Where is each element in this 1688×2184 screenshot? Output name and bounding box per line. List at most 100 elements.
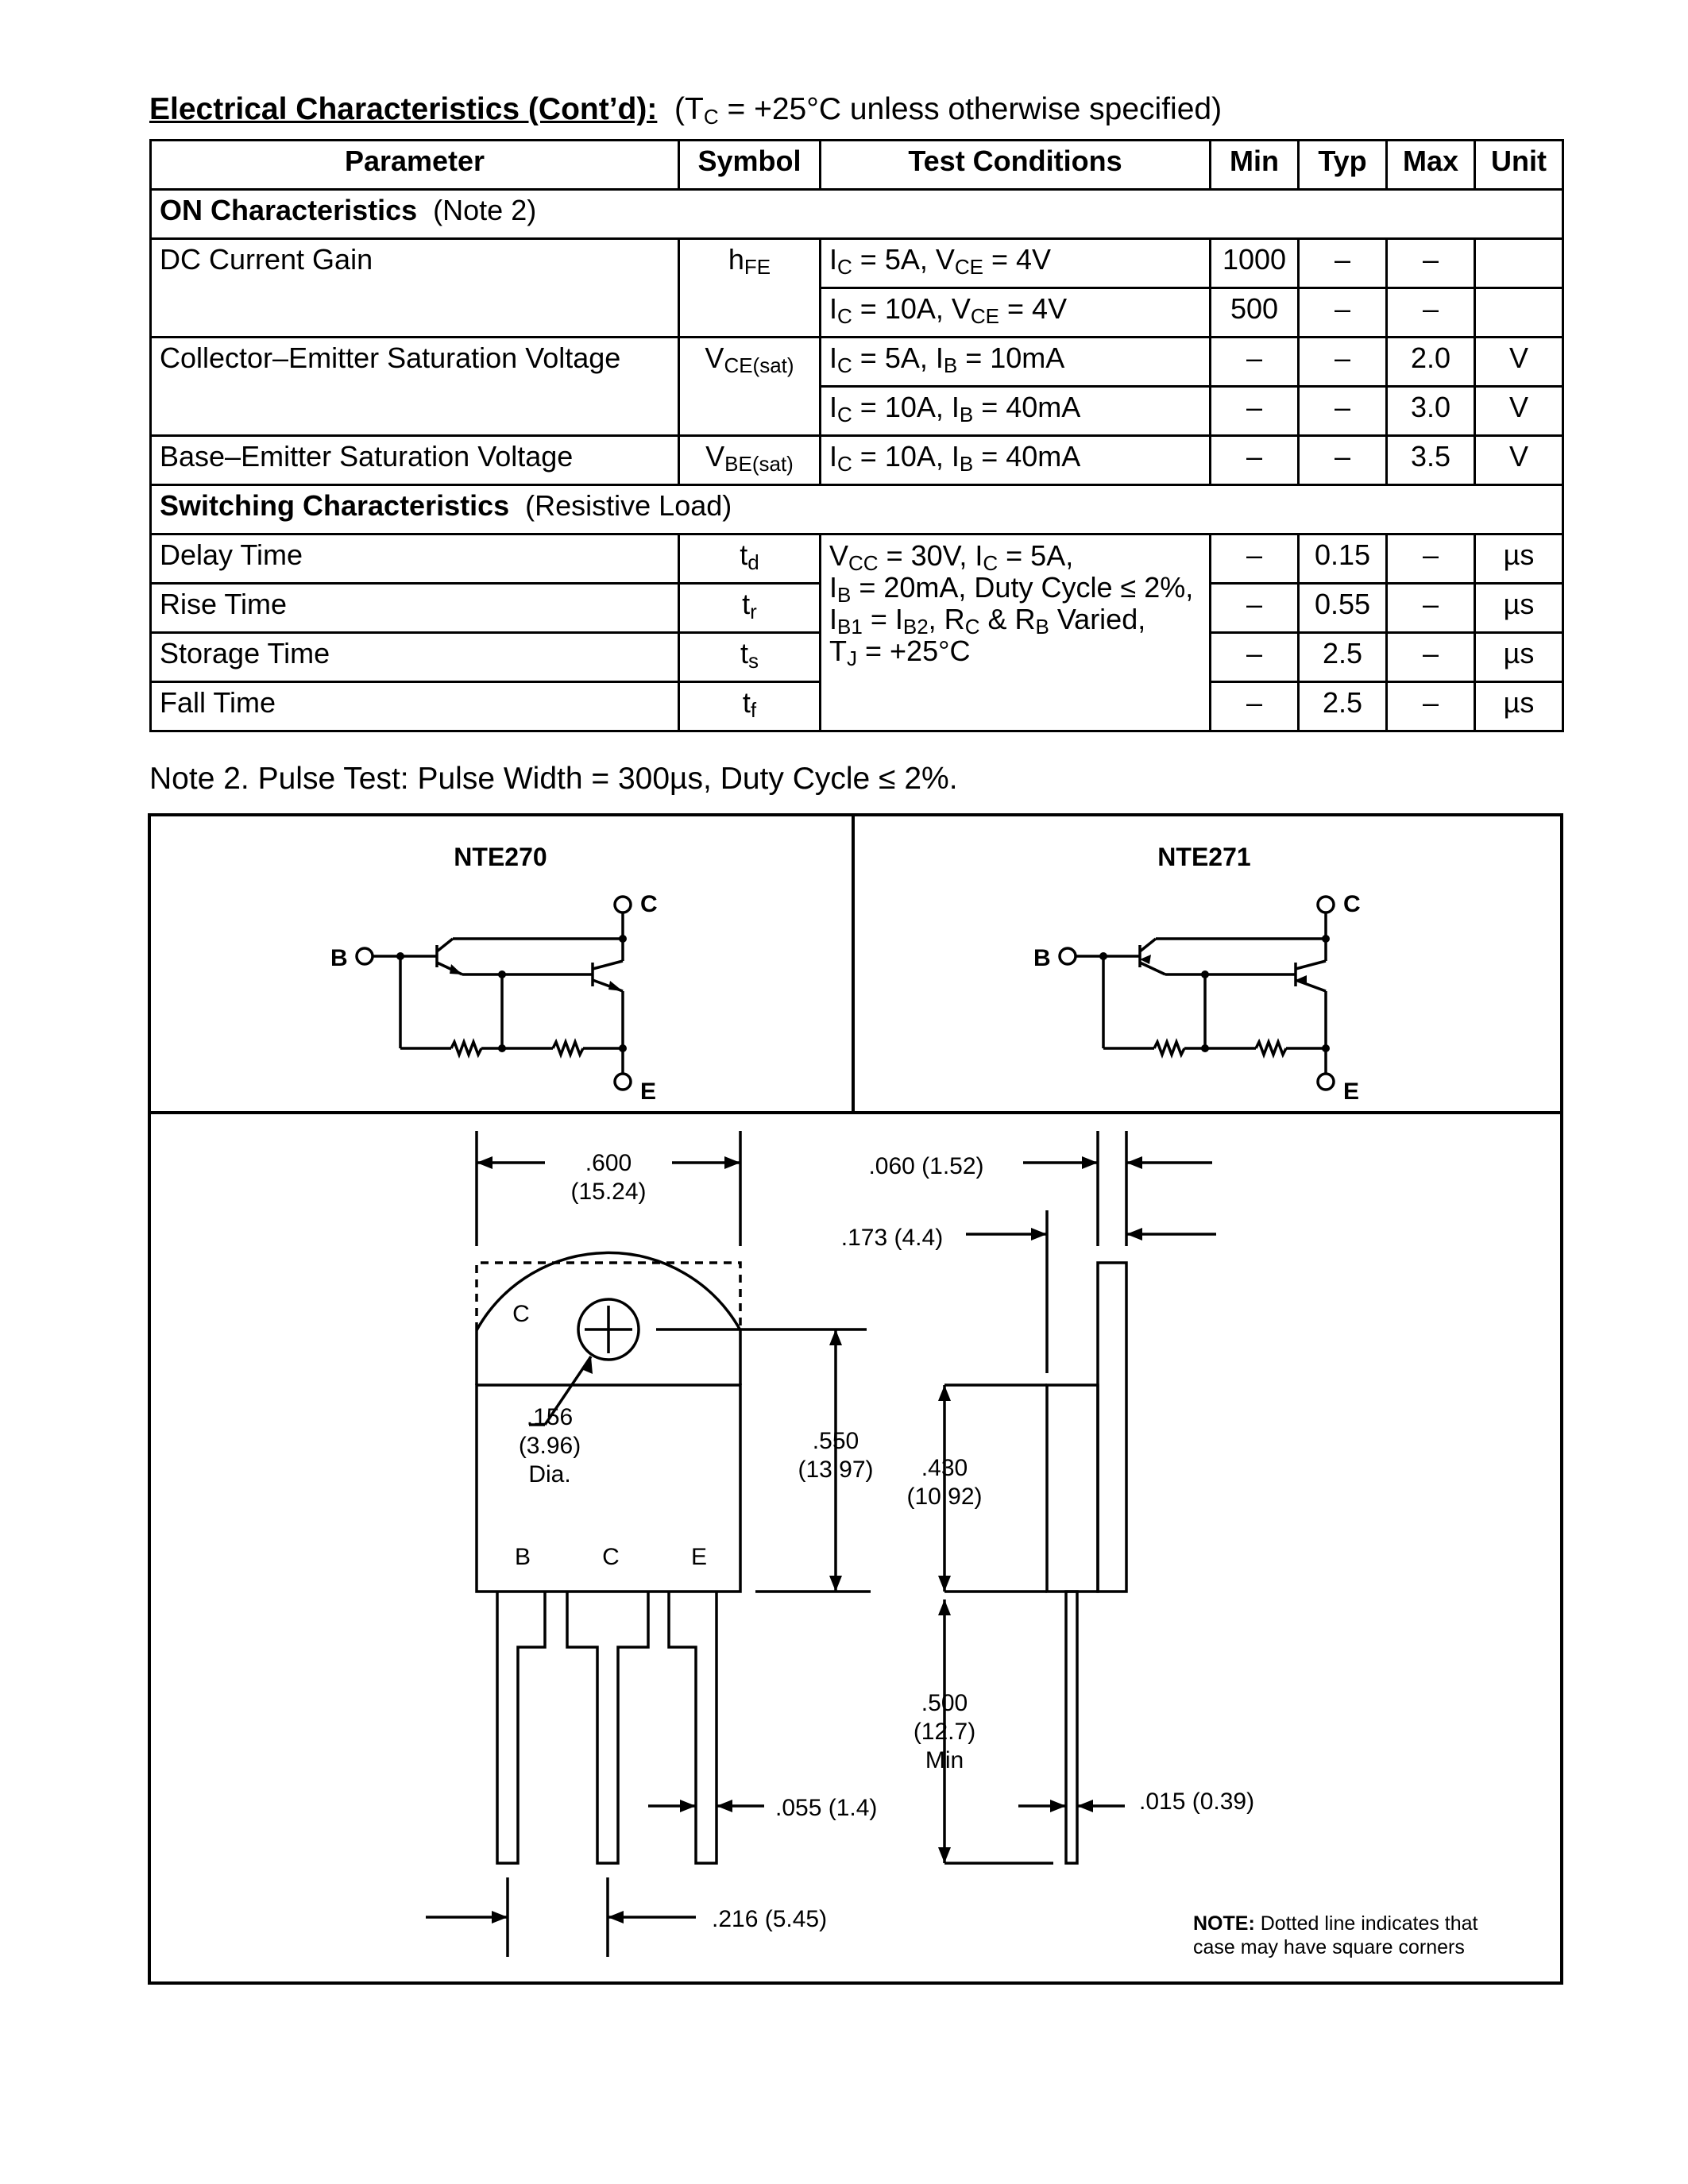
dim-hole-dia-mm: (3.96) bbox=[519, 1433, 581, 1459]
dim-height-550: .550 bbox=[813, 1428, 859, 1454]
dim-height-430-mm: (10.92) bbox=[906, 1484, 982, 1510]
min-value: 1000 bbox=[1209, 237, 1300, 289]
symbol-vbe-sat: VBE(sat) bbox=[678, 434, 821, 486]
symbol-hfe: hFE bbox=[678, 237, 821, 338]
terminal-c-left bbox=[613, 895, 632, 914]
min-value: – bbox=[1209, 434, 1300, 486]
table-row: Rise Time tr – 0.55 – µs bbox=[149, 582, 1564, 634]
table-row: Fall Time tf – 2.5 – µs bbox=[149, 681, 1564, 732]
section-heading: Electrical Characteristics (Cont’d): (TC… bbox=[149, 89, 1222, 130]
param-storage-time: Storage Time bbox=[149, 631, 680, 683]
param-delay-time: Delay Time bbox=[149, 533, 680, 585]
pin-b-label-right: B bbox=[1033, 945, 1051, 971]
table-row: Delay Time td VCC = 30V, IC = 5A, IB = 2… bbox=[149, 533, 1564, 732]
pin-label-e: E bbox=[691, 1544, 707, 1570]
drawing-note-line2: case may have square corners bbox=[1193, 1936, 1465, 1958]
col-header-max: Max bbox=[1385, 139, 1476, 191]
switching-test-conditions: VCC = 30V, IC = 5A, IB = 20mA, Duty Cycl… bbox=[819, 533, 1211, 732]
max-value: 3.0 bbox=[1385, 385, 1476, 437]
typ-value: – bbox=[1297, 336, 1388, 388]
diagram-panel: NTE270 bbox=[148, 813, 1563, 1985]
unit-value: µs bbox=[1474, 582, 1564, 634]
col-header-unit: Unit bbox=[1474, 139, 1564, 191]
max-value: 2.0 bbox=[1385, 336, 1476, 388]
typ-value: 0.55 bbox=[1297, 582, 1388, 634]
test-condition: IC = 5A, IB = 10mA bbox=[819, 336, 1211, 388]
unit-value: µs bbox=[1474, 533, 1564, 585]
min-value: 500 bbox=[1209, 287, 1300, 338]
schematic-title-left: NTE270 bbox=[454, 843, 547, 871]
unit-value: V bbox=[1474, 336, 1564, 388]
section-title-switching: Switching Characteristics (Resistive Loa… bbox=[149, 484, 1564, 535]
dim-lead-length-mm: (12.7) bbox=[914, 1719, 975, 1745]
section-row-on: ON Characteristics (Note 2) bbox=[149, 188, 1564, 240]
dim-body-thickness: .173 (4.4) bbox=[841, 1225, 943, 1251]
section-title-on: ON Characteristics (Note 2) bbox=[149, 188, 1564, 240]
max-value: – bbox=[1385, 287, 1476, 338]
min-value: – bbox=[1209, 631, 1300, 683]
unit-value: V bbox=[1474, 385, 1564, 437]
dim-lead-width: .055 (1.4) bbox=[775, 1795, 877, 1821]
table-row: Storage Time ts – 2.5 – µs bbox=[149, 631, 1564, 683]
table-row: IC = 10A, IB = 40mA – – 3.0 V bbox=[151, 385, 1564, 437]
dim-width-top-mm: (15.24) bbox=[570, 1179, 646, 1205]
max-value: – bbox=[1385, 237, 1476, 289]
drawing-note-line1: NOTE: Dotted line indicates that bbox=[1193, 1912, 1478, 1935]
test-condition: IC = 10A, IB = 40mA bbox=[819, 385, 1211, 437]
dim-lead-pitch: .216 (5.45) bbox=[712, 1906, 827, 1932]
pin-e-label-right: E bbox=[1343, 1078, 1359, 1105]
max-value: – bbox=[1385, 631, 1476, 683]
electrical-characteristics-table: Parameter Symbol Test Conditions Min Typ… bbox=[149, 139, 1564, 732]
unit-value: µs bbox=[1474, 681, 1564, 732]
typ-value: 2.5 bbox=[1297, 681, 1388, 732]
test-condition: IC = 10A, VCE = 4V bbox=[819, 287, 1211, 338]
pin-label-b: B bbox=[515, 1544, 531, 1570]
symbol-tr: tr bbox=[678, 582, 821, 634]
col-header-test-conditions: Test Conditions bbox=[819, 139, 1211, 191]
table-row: Collector–Emitter Saturation Voltage VCE… bbox=[149, 336, 1564, 437]
param-vce-sat: Collector–Emitter Saturation Voltage bbox=[149, 336, 680, 437]
max-value: 3.5 bbox=[1385, 434, 1476, 486]
max-value: – bbox=[1385, 681, 1476, 732]
section-row-switching: Switching Characteristics (Resistive Loa… bbox=[149, 484, 1564, 535]
dim-width-top: .600 bbox=[585, 1150, 632, 1176]
unit-value: µs bbox=[1474, 631, 1564, 683]
dim-height-430: .430 bbox=[921, 1455, 968, 1481]
symbol-td: td bbox=[678, 533, 821, 585]
schematic-title-right: NTE271 bbox=[1157, 843, 1250, 871]
typ-value: – bbox=[1297, 287, 1388, 338]
table-row: Base–Emitter Saturation Voltage VBE(sat)… bbox=[149, 434, 1564, 486]
dim-hole-dia-word: Dia. bbox=[528, 1461, 570, 1488]
pin-e-label-left: E bbox=[640, 1078, 656, 1105]
dim-height-550-mm: (13.97) bbox=[798, 1457, 873, 1483]
dim-tab-thickness: .060 (1.52) bbox=[868, 1153, 983, 1179]
min-value: – bbox=[1209, 336, 1300, 388]
pin-b-label-left: B bbox=[330, 945, 348, 971]
pin-c-label-right: C bbox=[1343, 891, 1361, 917]
min-value: – bbox=[1209, 681, 1300, 732]
col-header-parameter: Parameter bbox=[149, 139, 680, 191]
col-header-symbol: Symbol bbox=[678, 139, 821, 191]
typ-value: – bbox=[1297, 385, 1388, 437]
diagram-border bbox=[148, 813, 1563, 1985]
table-row: DC Current Gain hFE IC = 5A, VCE = 4V 10… bbox=[149, 237, 1564, 338]
dim-hole-dia: .156 bbox=[527, 1404, 573, 1430]
package-outline-drawing: .600 (15.24) .060 (1.52) .173 (4.4) .156… bbox=[426, 1131, 1478, 1958]
param-vbe-sat: Base–Emitter Saturation Voltage bbox=[149, 434, 680, 486]
unit-value: V bbox=[1474, 434, 1564, 486]
max-value: – bbox=[1385, 582, 1476, 634]
symbol-ts: ts bbox=[678, 631, 821, 683]
typ-value: – bbox=[1297, 237, 1388, 289]
table-row: IC = 10A, VCE = 4V 500 – – bbox=[151, 287, 1564, 338]
dim-lead-length-min: Min bbox=[925, 1747, 964, 1773]
symbol-tf: tf bbox=[678, 681, 821, 732]
schematic-nte270: NTE270 bbox=[330, 843, 658, 1105]
heading-condition: (TC = +25°C unless otherwise specified) bbox=[674, 92, 1223, 129]
typ-value: 2.5 bbox=[1297, 631, 1388, 683]
terminal-b-left bbox=[355, 947, 374, 966]
heading-title: Electrical Characteristics (Cont’d): bbox=[149, 92, 658, 126]
test-condition: IC = 10A, IB = 40mA bbox=[819, 434, 1211, 486]
schematic-nte271: NTE271 bbox=[1033, 843, 1361, 1105]
col-header-min: Min bbox=[1209, 139, 1300, 191]
param-dc-current-gain: DC Current Gain bbox=[149, 237, 680, 338]
